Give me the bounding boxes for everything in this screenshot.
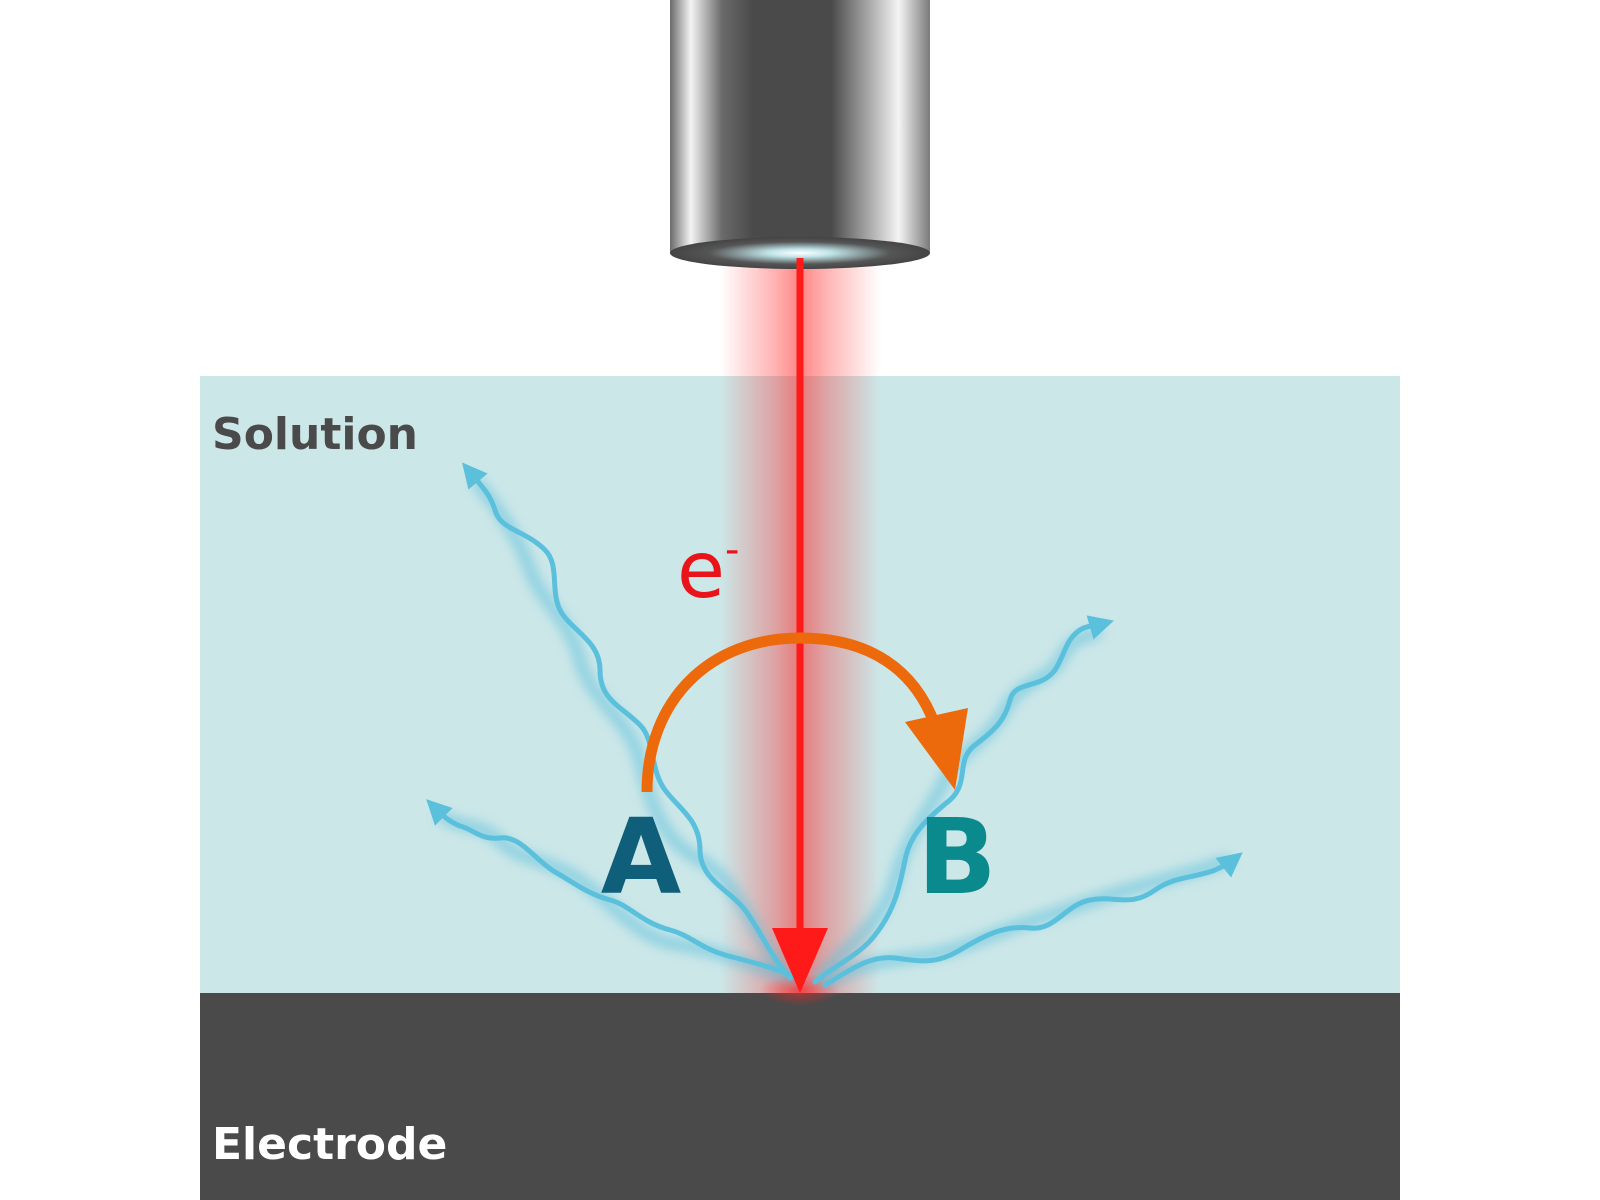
electron-label: e- bbox=[677, 526, 739, 616]
species-b-label: B bbox=[917, 796, 996, 918]
wavy-arrow-icon bbox=[812, 615, 1115, 985]
solution-label: Solution bbox=[212, 409, 418, 460]
species-a-label: A bbox=[601, 796, 682, 918]
curved-arrow-icon bbox=[641, 632, 968, 793]
electrode-region bbox=[200, 993, 1400, 1200]
wavy-arrow-icon bbox=[822, 852, 1243, 988]
wavy-arrow-icon bbox=[461, 462, 793, 981]
laser-beam-arrow-icon bbox=[772, 258, 828, 993]
microscope-objective-icon bbox=[670, 0, 930, 269]
wavy-arrow-icon bbox=[426, 799, 803, 983]
electron-charge: - bbox=[725, 527, 739, 573]
electron-symbol: e bbox=[677, 526, 725, 616]
electrode-label: Electrode bbox=[212, 1119, 447, 1170]
emission-arrows bbox=[426, 462, 1243, 988]
